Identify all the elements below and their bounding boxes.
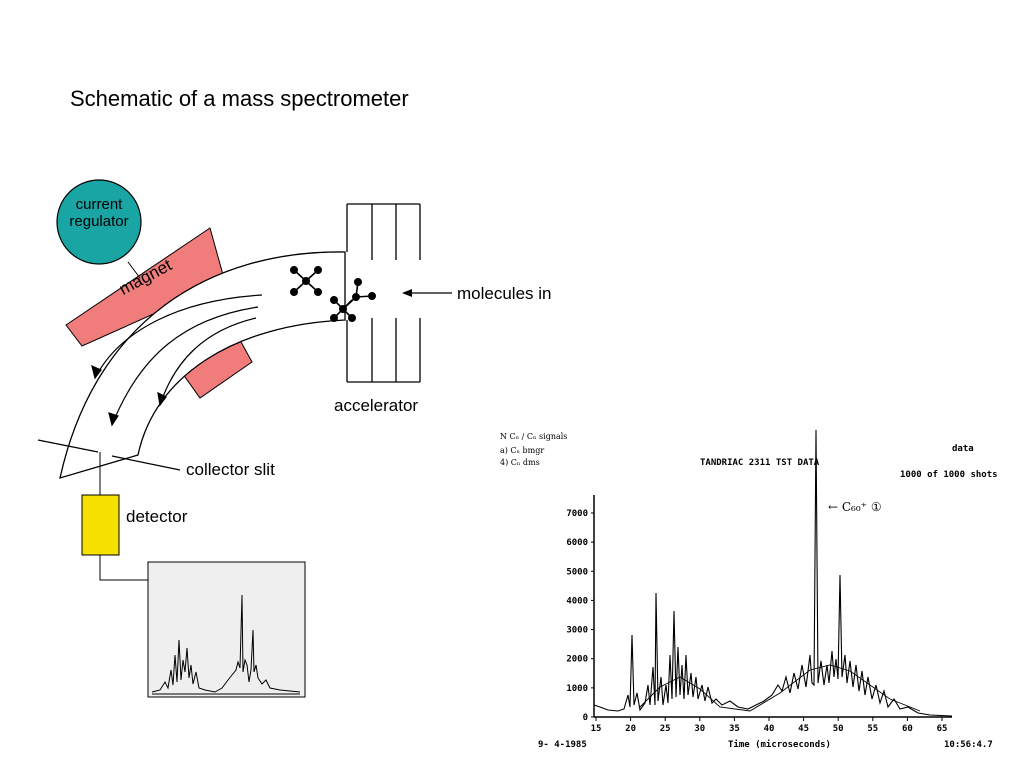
- x-tick-label: 65: [937, 724, 948, 734]
- header-right-2: 1000 of 1000 shots: [900, 470, 998, 480]
- mass-spectrum-plot: N Cₙ / Cₙ signals a) Cₙ bmgr 4) Cₙ dms T…: [500, 429, 998, 750]
- header-right-1: data: [952, 444, 974, 454]
- y-tick-label: 7000: [566, 509, 588, 519]
- current-regulator-label: current regulator: [62, 196, 136, 230]
- x-tick-label: 60: [902, 724, 913, 734]
- flight-tube: [59, 251, 346, 479]
- x-tick-label: 55: [867, 724, 878, 734]
- y-tick-label: 6000: [566, 538, 588, 548]
- peak-annotation: ← C₆₀⁺ ①: [828, 500, 882, 514]
- collector-slit-label: collector slit: [186, 460, 275, 479]
- molecules-in-label: molecules in: [457, 284, 552, 303]
- x-tick-label: 50: [833, 724, 844, 734]
- spectrum-trace: [593, 429, 953, 717]
- y-tick-label: 1000: [566, 684, 588, 694]
- x-tick-label: 25: [660, 724, 671, 734]
- header-note-1: N Cₙ / Cₙ signals: [500, 432, 567, 441]
- collector-slit-plate-2: [111, 455, 181, 471]
- y-tick-label: 5000: [566, 567, 588, 577]
- y-tick-label: 4000: [566, 596, 588, 606]
- accelerator-label: accelerator: [334, 396, 419, 415]
- current-regulator-label-line1: current: [75, 196, 123, 213]
- arrow-icon: [402, 289, 412, 297]
- header-center: TANDRIAC 2311 TST DATA: [700, 458, 820, 468]
- y-tick-label: 2000: [566, 655, 588, 665]
- collector-slit-plate-1: [37, 439, 99, 453]
- current-regulator-label-line2: regulator: [69, 213, 129, 230]
- display-spectrum-trace: [151, 594, 301, 695]
- y-tick-label: 0: [583, 713, 588, 723]
- x-tick-label: 30: [694, 724, 705, 734]
- molecule-icon-1: [289, 265, 322, 296]
- current-regulator: [56, 179, 142, 265]
- x-tick-label: 35: [729, 724, 740, 734]
- x-tick-label: 20: [625, 724, 636, 734]
- header-note-2: a) Cₙ bmgr: [500, 446, 544, 455]
- molecule-icon-2: [329, 277, 376, 322]
- accelerator: [346, 203, 421, 383]
- x-tick-label: 15: [591, 724, 602, 734]
- header-note-3: 4) Cₙ dms: [500, 458, 540, 467]
- x-ticks: 15 20 25 30 35 40 45 50 55 60 65: [591, 717, 948, 734]
- detector: [81, 494, 120, 556]
- detector-label: detector: [126, 507, 188, 526]
- x-tick-label: 40: [764, 724, 775, 734]
- spectrum-envelope: [639, 664, 921, 712]
- footer-right: 10:56:4.7: [944, 740, 993, 750]
- ion-trajectories: [91, 294, 263, 427]
- y-ticks: 7000 6000 5000 4000 3000 2000 1000 0: [566, 509, 594, 723]
- x-tick-label: 45: [798, 724, 809, 734]
- y-tick-label: 3000: [566, 626, 588, 636]
- slide-title: Schematic of a mass spectrometer: [70, 86, 409, 111]
- mass-spectrometer-schematic: [37, 179, 452, 698]
- footer-left: 9- 4-1985: [538, 740, 587, 750]
- x-axis-label: Time (microseconds): [728, 739, 831, 750]
